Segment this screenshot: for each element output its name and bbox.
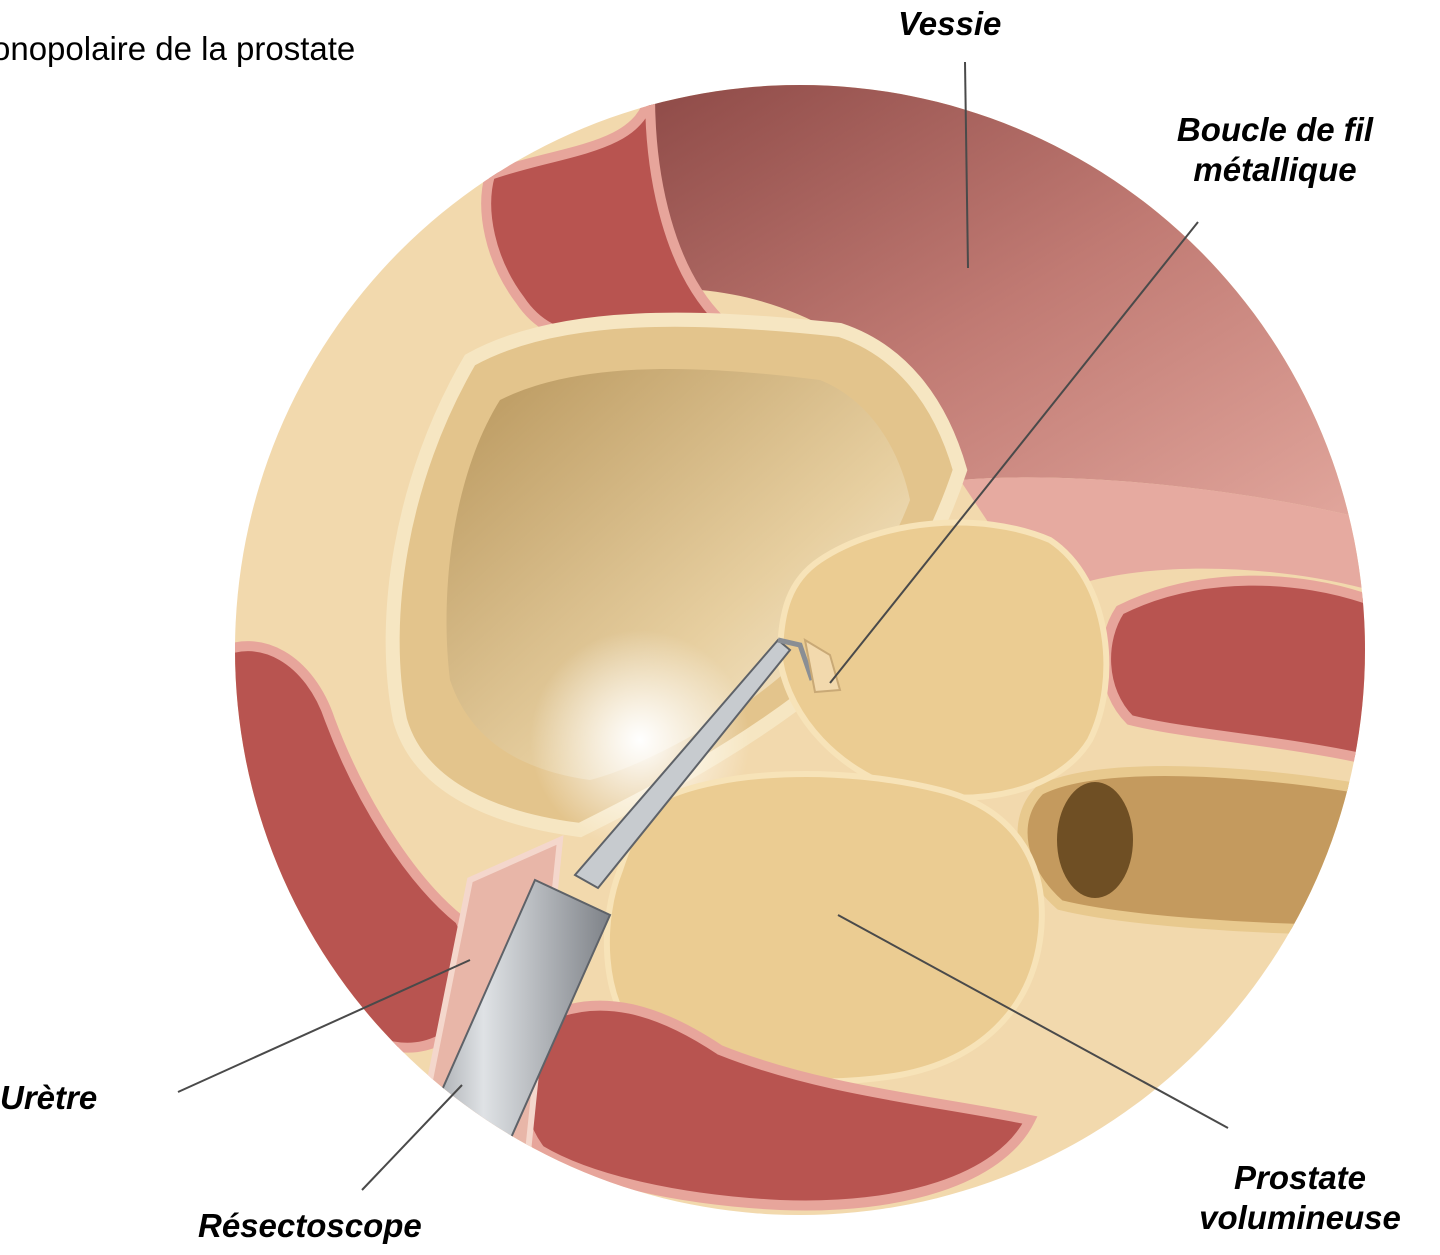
- label-prostate-volumineuse: Prostate volumineuse: [1160, 1158, 1440, 1238]
- label-urethre: Urètre: [0, 1078, 97, 1118]
- label-boucle-de-fil-metallique: Boucle de fil métallique: [1150, 110, 1400, 190]
- label-boucle-line1: Boucle de fil: [1150, 110, 1400, 150]
- label-vessie: Vessie: [898, 4, 1001, 44]
- label-prostate-line2: volumineuse: [1160, 1198, 1440, 1238]
- label-boucle-line2: métallique: [1150, 150, 1400, 190]
- label-prostate-line1: Prostate: [1160, 1158, 1440, 1198]
- label-resectoscope: Résectoscope: [198, 1206, 422, 1246]
- page-title: onopolaire de la prostate: [0, 30, 355, 68]
- leader-resectoscope: [362, 1085, 462, 1190]
- illustration-circle: [200, 70, 1400, 1255]
- rectum-opening: [1057, 782, 1133, 898]
